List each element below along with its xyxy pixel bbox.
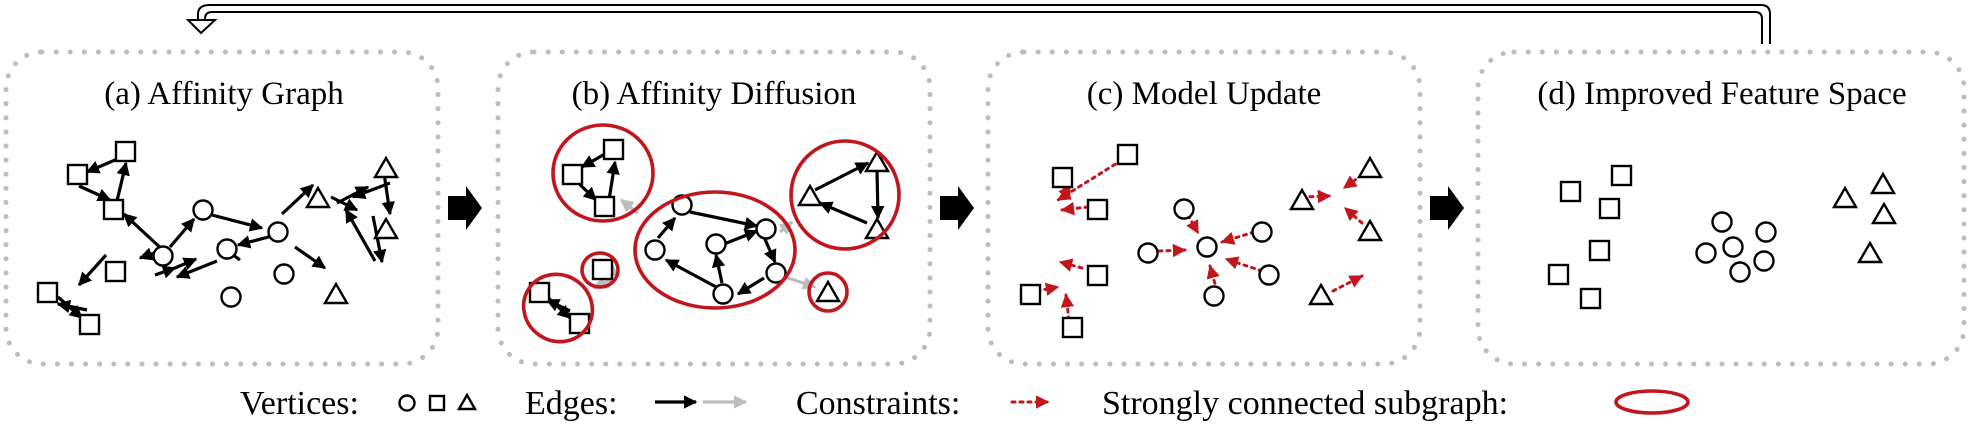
legend-vertices-label: Vertices: bbox=[240, 385, 359, 422]
subgraph-ellipse bbox=[807, 271, 849, 313]
subgraph-ellipse bbox=[521, 272, 595, 344]
subgraph-ellipse bbox=[580, 251, 620, 289]
square-vertex bbox=[1598, 197, 1621, 220]
legend-triangle-icon bbox=[456, 392, 478, 411]
triangle-vertex bbox=[322, 281, 350, 305]
panel-b-strongly-connected-subgraphs bbox=[521, 123, 901, 344]
square-vertex bbox=[1559, 180, 1582, 203]
panel-c-vertices bbox=[1019, 143, 1384, 339]
circle-vertex bbox=[1753, 250, 1775, 272]
square-vertex bbox=[1610, 164, 1633, 187]
square-vertex bbox=[66, 163, 89, 186]
square-vertex bbox=[1588, 239, 1611, 262]
panel-a-title: (a) Affinity Graph bbox=[104, 76, 344, 112]
triangle-vertex bbox=[796, 183, 824, 207]
step-arrow-a-b bbox=[448, 186, 482, 230]
circle-vertex bbox=[712, 283, 734, 305]
triangle-vertex bbox=[372, 216, 400, 240]
square-vertex bbox=[1086, 198, 1109, 221]
square-vertex bbox=[561, 163, 584, 186]
circle-vertex bbox=[152, 245, 174, 267]
panel-d-box bbox=[1475, 49, 1967, 367]
square-vertex bbox=[591, 258, 614, 281]
square-vertex bbox=[36, 281, 59, 304]
step-arrow-c-d bbox=[1430, 186, 1464, 230]
panel-a-box bbox=[3, 49, 441, 367]
panel-a-graph bbox=[36, 140, 400, 336]
panel-b-title: (b) Affinity Diffusion bbox=[572, 76, 857, 112]
circle-vertex bbox=[1137, 242, 1159, 264]
panel-d-feature-space bbox=[1547, 164, 1898, 310]
triangle-vertex bbox=[814, 279, 842, 303]
panel-a-vertices bbox=[36, 140, 400, 336]
circle-vertex bbox=[1251, 221, 1273, 243]
triangle-vertex bbox=[863, 149, 891, 173]
panel-b-edges bbox=[540, 148, 885, 320]
square-vertex bbox=[1019, 283, 1042, 306]
square-vertex bbox=[114, 140, 137, 163]
square-vertex bbox=[593, 195, 616, 218]
legend-edges-label: Edges: bbox=[525, 385, 618, 422]
square-vertex bbox=[102, 198, 125, 221]
circle-vertex bbox=[1711, 211, 1733, 233]
circle-vertex bbox=[1173, 198, 1195, 220]
square-vertex bbox=[602, 138, 625, 161]
legend-constraints-label: Constraints: bbox=[796, 385, 960, 422]
circle-vertex bbox=[1695, 242, 1717, 264]
panel-b-box bbox=[495, 49, 933, 367]
subgraph-ellipse bbox=[551, 123, 655, 223]
circle-vertex bbox=[267, 221, 289, 243]
square-vertex bbox=[1116, 143, 1139, 166]
square-vertex bbox=[528, 281, 551, 304]
panel-b-vertices bbox=[528, 138, 891, 335]
triangle-vertex bbox=[1870, 201, 1898, 225]
square-vertex bbox=[78, 313, 101, 336]
triangle-vertex bbox=[863, 216, 891, 240]
square-vertex bbox=[1547, 263, 1570, 286]
circle-vertex bbox=[192, 199, 214, 221]
circle-vertex bbox=[755, 218, 777, 240]
triangle-vertex bbox=[372, 155, 400, 179]
triangle-vertex bbox=[1831, 185, 1859, 209]
step-arrow-b-c bbox=[940, 186, 974, 230]
circle-vertex bbox=[705, 233, 727, 255]
triangle-vertex bbox=[1869, 171, 1897, 195]
panel-d-title: (d) Improved Feature Space bbox=[1537, 76, 1906, 112]
circle-vertex bbox=[765, 262, 787, 284]
subgraph-ellipse bbox=[789, 139, 901, 251]
legend-subgraph-ellipse-icon bbox=[1614, 389, 1690, 415]
legend-subgraph-label: Strongly connected subgraph: bbox=[1102, 385, 1508, 422]
circle-vertex bbox=[220, 286, 242, 308]
circle-vertex bbox=[1755, 221, 1777, 243]
square-vertex bbox=[1051, 166, 1074, 189]
circle-vertex bbox=[1722, 236, 1744, 258]
circle-vertex bbox=[644, 239, 666, 261]
triangle-vertex bbox=[1356, 218, 1384, 242]
square-vertex bbox=[104, 260, 127, 283]
feedback-loop-arrow bbox=[185, 4, 1771, 44]
square-vertex bbox=[1061, 316, 1084, 339]
panel-b-graph bbox=[521, 123, 901, 344]
panel-c-graph bbox=[1019, 143, 1384, 339]
circle-vertex bbox=[1203, 285, 1225, 307]
panel-c-box bbox=[985, 49, 1423, 367]
legend: Vertices: Edges: Constraints: Strongly c… bbox=[240, 385, 1690, 422]
circle-vertex bbox=[273, 263, 295, 285]
circle-vertex bbox=[216, 238, 238, 260]
triangle-vertex bbox=[1307, 282, 1335, 306]
subgraph-ellipse bbox=[633, 190, 797, 310]
circle-vertex bbox=[1258, 264, 1280, 286]
legend-square-icon bbox=[428, 394, 446, 412]
triangle-vertex bbox=[1288, 187, 1316, 211]
square-vertex bbox=[1579, 287, 1602, 310]
triangle-vertex bbox=[1356, 155, 1384, 179]
triangle-vertex bbox=[1856, 240, 1884, 264]
circle-vertex bbox=[1729, 261, 1751, 283]
square-vertex bbox=[1086, 264, 1109, 287]
legend-circle-icon bbox=[398, 394, 416, 412]
circle-vertex bbox=[1196, 236, 1218, 258]
triangle-vertex bbox=[304, 185, 332, 209]
panel-c-title: (c) Model Update bbox=[1087, 76, 1322, 112]
